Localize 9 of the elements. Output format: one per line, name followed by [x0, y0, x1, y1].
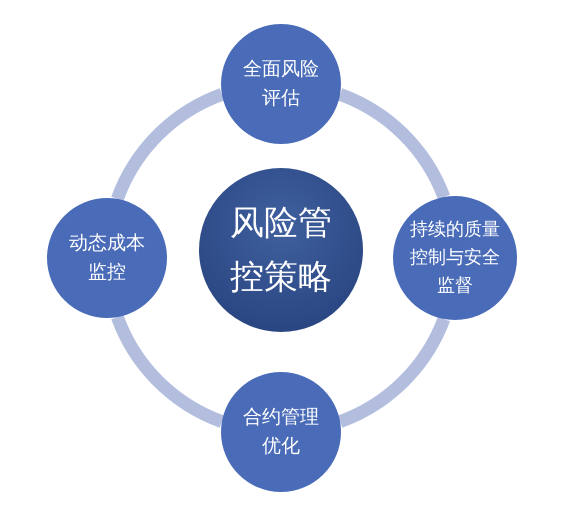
ring-arc	[111, 314, 224, 428]
ring-arc	[111, 88, 224, 202]
topic-circle: 全面风险评估	[221, 24, 341, 144]
center-circle: 风险管控策略	[199, 168, 363, 332]
ring-arc	[338, 316, 450, 428]
topic-circle: 持续的质量控制与安全监督	[393, 196, 517, 320]
ring-arc	[338, 88, 450, 200]
topic-circle: 合约管理优化	[221, 372, 341, 492]
topic-circle: 动态成本监控	[47, 198, 167, 318]
